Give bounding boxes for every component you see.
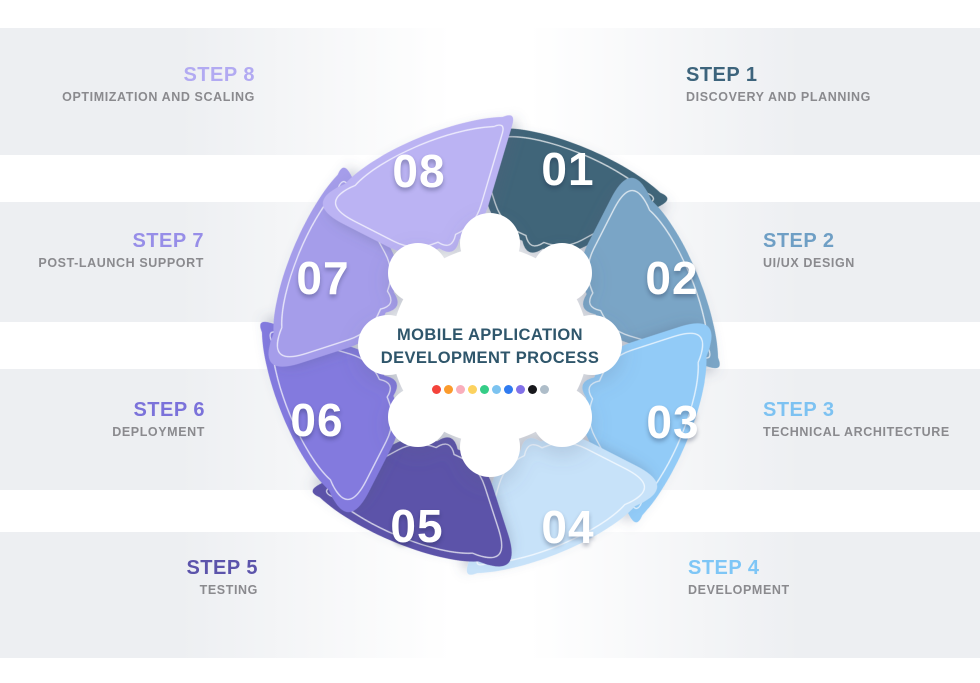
step-label-7: STEP 7 POST-LAUNCH SUPPORT — [38, 230, 204, 270]
center-blob — [358, 213, 622, 477]
step-heading-1: STEP 1 — [686, 64, 758, 86]
color-dot — [467, 385, 477, 394]
step-heading-2: STEP 2 — [763, 230, 835, 252]
petal-number-08: 08 — [392, 145, 446, 197]
color-dot — [503, 385, 513, 394]
band-left-half — [0, 532, 451, 658]
petal-number-04: 04 — [541, 501, 595, 553]
color-dot — [479, 385, 489, 394]
petal-number-01: 01 — [541, 143, 595, 195]
step-label-4: STEP 4 DEVELOPMENT — [688, 557, 790, 597]
step-subtitle-3: TECHNICAL ARCHITECTURE — [763, 425, 950, 439]
band-left-half — [0, 28, 451, 155]
step-subtitle-5: TESTING — [199, 583, 258, 597]
step-subtitle-8: OPTIMIZATION AND SCALING — [62, 90, 255, 104]
color-dot — [527, 385, 537, 394]
center-title-block: MOBILE APPLICATION DEVELOPMENT PROCESS — [330, 324, 650, 394]
step-heading-6: STEP 6 — [133, 399, 205, 421]
step-label-5: STEP 5 TESTING — [186, 557, 258, 597]
center-title-line1: MOBILE APPLICATION — [397, 326, 583, 344]
petal-number-02: 02 — [645, 252, 699, 304]
petal-number-03: 03 — [646, 396, 700, 448]
color-dot — [491, 385, 501, 394]
color-dot — [515, 385, 525, 394]
color-dot — [455, 385, 465, 394]
step-label-2: STEP 2 UI/UX DESIGN — [763, 230, 855, 270]
step-heading-5: STEP 5 — [186, 557, 258, 579]
color-dots-row — [330, 385, 650, 394]
step-heading-3: STEP 3 — [763, 399, 835, 421]
color-dot — [431, 385, 441, 394]
band-right-half — [529, 28, 980, 155]
step-label-1: STEP 1 DISCOVERY AND PLANNING — [686, 64, 871, 104]
petal-number-05: 05 — [390, 500, 444, 552]
step-heading-8: STEP 8 — [183, 64, 255, 86]
step-subtitle-2: UI/UX DESIGN — [763, 256, 855, 270]
step-subtitle-4: DEVELOPMENT — [688, 583, 790, 597]
petal-number-06: 06 — [290, 394, 344, 446]
color-dot — [443, 385, 453, 394]
step-label-6: STEP 6 DEPLOYMENT — [112, 399, 205, 439]
background-band — [0, 28, 980, 155]
step-subtitle-7: POST-LAUNCH SUPPORT — [38, 256, 204, 270]
step-heading-4: STEP 4 — [688, 557, 760, 579]
band-right-half — [529, 532, 980, 658]
step-label-3: STEP 3 TECHNICAL ARCHITECTURE — [763, 399, 950, 439]
step-label-8: STEP 8 OPTIMIZATION AND SCALING — [62, 64, 255, 104]
step-heading-7: STEP 7 — [132, 230, 204, 252]
step-subtitle-6: DEPLOYMENT — [112, 425, 205, 439]
petal-number-07: 07 — [296, 252, 350, 304]
step-subtitle-1: DISCOVERY AND PLANNING — [686, 90, 871, 104]
background-band — [0, 532, 980, 658]
center-title-line2: DEVELOPMENT PROCESS — [380, 349, 600, 367]
color-dot — [539, 385, 549, 394]
